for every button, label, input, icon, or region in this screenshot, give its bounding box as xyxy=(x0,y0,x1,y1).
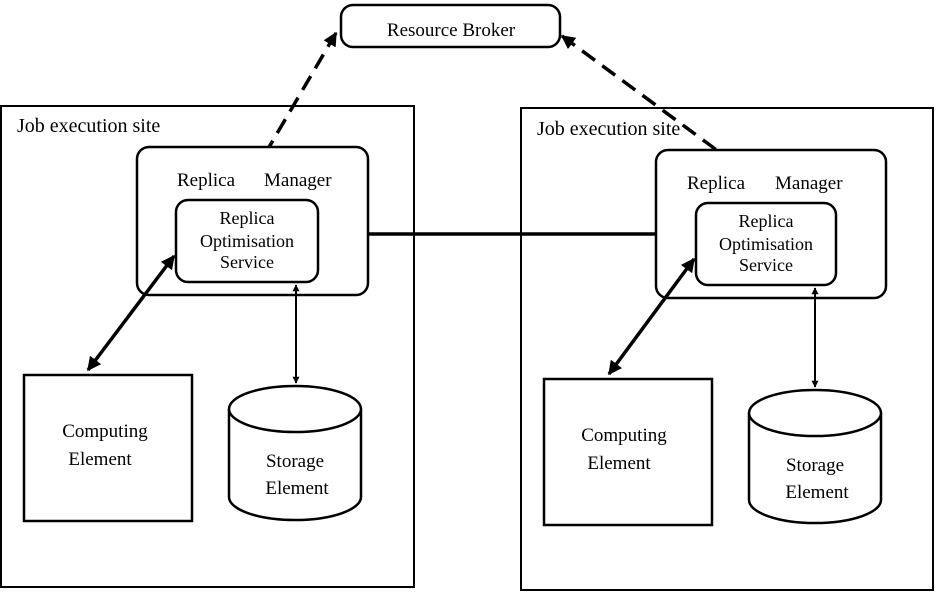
site-2-computing-element-line1: Computing xyxy=(581,425,667,446)
site-1-computing-element: Computing Element xyxy=(22,373,194,523)
site-1-replica-manager-word1: Replica xyxy=(177,170,236,191)
resource-broker: Resource Broker xyxy=(339,3,562,49)
site-1-optimisation-service-line3: Service xyxy=(220,252,274,272)
site-2-optimisation-service-line2: Optimisation xyxy=(719,234,813,254)
site-2-replica-manager-word2: Manager xyxy=(775,173,843,194)
site-1-optimisation-service-line2: Optimisation xyxy=(200,231,294,251)
site-2-replica-manager-word1: Replica xyxy=(687,173,746,194)
job-execution-site-1: Job execution site Replica Manager Repli… xyxy=(0,105,415,588)
site-2-storage-element-line2: Element xyxy=(785,482,849,503)
site-2-optimisation-service-line1: Replica xyxy=(739,211,794,231)
site-2-service-computing-link xyxy=(607,257,696,376)
site-1-optimisation-service-line1: Replica xyxy=(220,208,275,228)
site-1-storage-element-line1: Storage xyxy=(266,451,324,472)
site-2-optimisation-service: Replica Optimisation Service xyxy=(694,201,838,287)
site-1-optimisation-service: Replica Optimisation Service xyxy=(174,198,320,284)
site-2-storage-element-line1: Storage xyxy=(786,455,844,476)
site-1-storage-element: Storage Element xyxy=(227,384,363,522)
resource-broker-label: Resource Broker xyxy=(387,20,516,41)
job-execution-site-2: Job execution site Replica Manager Repli… xyxy=(520,107,934,591)
site-2-optimisation-service-line3: Service xyxy=(739,255,793,275)
site-2-storage-element: Storage Element xyxy=(747,388,883,525)
site-1-computing-element-line1: Computing xyxy=(62,421,148,442)
site-2-computing-element: Computing Element xyxy=(542,377,714,527)
site-1-service-computing-link xyxy=(86,254,176,372)
site-1-title: Job execution site xyxy=(17,115,160,137)
site-1-replica-manager-word2: Manager xyxy=(264,170,332,191)
site-2-title: Job execution site xyxy=(537,118,680,140)
broker-to-site2-dashed-link xyxy=(560,34,781,198)
site-2-computing-element-line2: Element xyxy=(587,453,651,474)
site-1-storage-element-line2: Element xyxy=(265,478,329,499)
site-1-computing-element-line2: Element xyxy=(68,449,132,470)
